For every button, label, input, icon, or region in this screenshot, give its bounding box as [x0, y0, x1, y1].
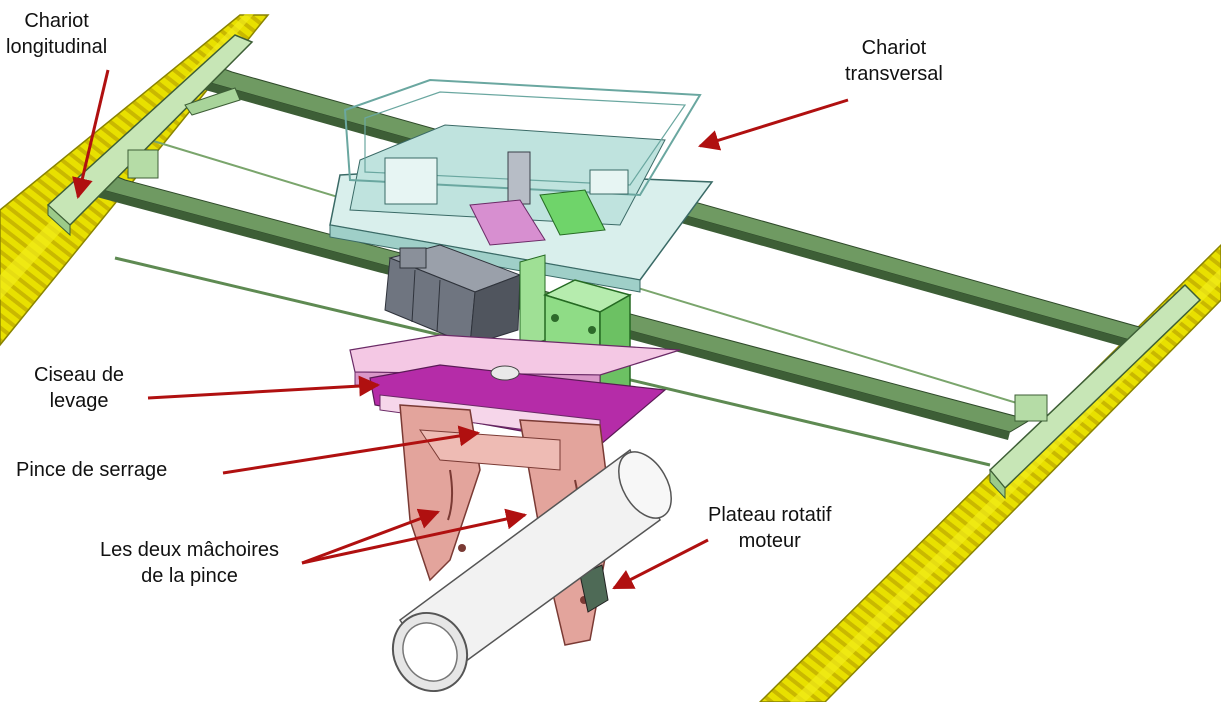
arrow-chariot-longitudinal — [72, 69, 110, 200]
scissor-lift — [349, 334, 681, 446]
label-line: levage — [49, 390, 109, 412]
label-line: transversal — [845, 63, 943, 85]
left-end-carriage — [46, 34, 254, 237]
arrow-chariot-transversal — [697, 98, 849, 151]
label-line: Chariot — [861, 37, 927, 59]
right-end-carriage — [988, 283, 1202, 500]
arrow-pince-serrage — [222, 425, 481, 475]
arrow-machoire-2 — [301, 508, 528, 565]
arrow-ciseau-levage — [147, 375, 381, 400]
label-machoires: Les deux mâchoires de la pince — [100, 537, 279, 589]
arrow-machoire-1 — [301, 508, 440, 565]
label-line: Plateau rotatif — [708, 504, 832, 526]
label-plateau-rotatif: Plateau rotatif moteur — [708, 502, 831, 554]
transverse-carriage — [329, 78, 714, 293]
label-line: Chariot — [24, 10, 89, 32]
label-chariot-longitudinal: Chariot longitudinal — [6, 8, 107, 60]
annotation-arrows — [72, 69, 849, 590]
label-line: longitudinal — [6, 36, 108, 58]
tube — [391, 448, 672, 693]
label-line: Les deux mâchoires — [100, 539, 279, 561]
label-line: de la pince — [141, 565, 238, 587]
label-pince-serrage: Pince de serrage — [16, 457, 167, 483]
label-ciseau-levage: Ciseau de levage — [34, 362, 124, 414]
label-chariot-transversal: Chariot transversal — [845, 35, 943, 87]
label-line: Ciseau de — [34, 364, 125, 386]
label-line: moteur — [738, 530, 801, 552]
arrow-plateau-rotatif — [612, 538, 709, 590]
label-line: Pince de serrage — [16, 459, 168, 481]
hoist-motor — [384, 244, 546, 349]
